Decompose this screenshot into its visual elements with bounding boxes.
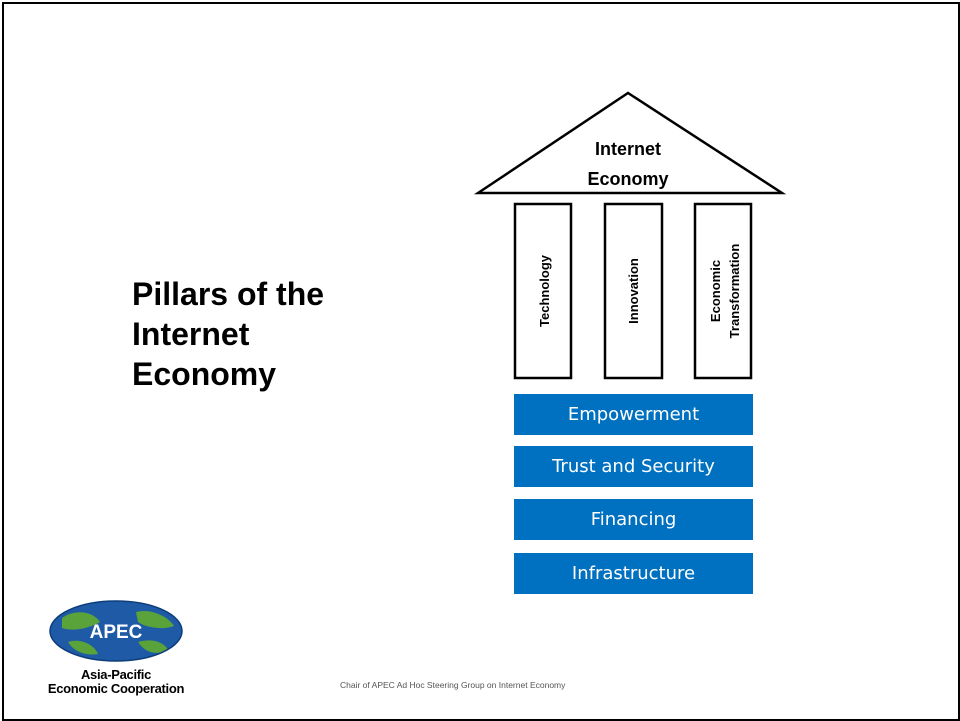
- apec-globe-icon: APEC: [49, 600, 183, 662]
- apec-logo-acronym: APEC: [90, 622, 143, 643]
- title-line: Pillars of the: [132, 276, 325, 312]
- roof-triangle: [473, 91, 787, 195]
- apec-logo: APEC Asia-Pacific Economic Cooperation: [28, 598, 204, 698]
- apec-logo-line-2: Economic Cooperation: [47, 681, 185, 696]
- apec-logo-line-1: Asia-Pacific: [80, 667, 152, 682]
- title-line: Internet: [132, 316, 250, 352]
- pillar-label-transformation: Transformation: [727, 244, 742, 339]
- roof-label-line-1: Internet: [595, 139, 661, 159]
- pillar-technology: [513, 202, 573, 380]
- pillar-innovation: [603, 202, 664, 380]
- slide-title: Pillars of the Internet Economy: [132, 274, 432, 394]
- foundation-empowerment: Empowerment: [514, 394, 753, 435]
- pillar-economic-transformation: [693, 202, 753, 380]
- slide-footer: Chair of APEC Ad Hoc Steering Group on I…: [340, 680, 566, 690]
- title-line: Economy: [132, 356, 277, 392]
- pillar-label-economic: Economic: [708, 260, 723, 322]
- foundation-financing: Financing: [514, 499, 753, 540]
- foundation-infrastructure: Infrastructure: [514, 553, 753, 594]
- roof-label-line-2: Economy: [587, 169, 668, 189]
- foundation-trust-and-security: Trust and Security: [514, 446, 753, 487]
- pillar-label-innovation: Innovation: [626, 258, 641, 324]
- pillar-label-technology: Technology: [537, 254, 552, 327]
